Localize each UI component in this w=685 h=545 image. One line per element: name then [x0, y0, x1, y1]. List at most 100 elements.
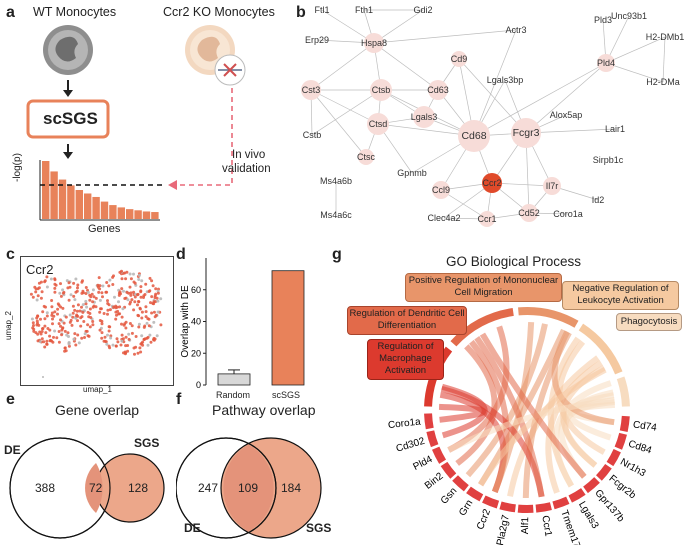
umap-point: [100, 319, 104, 323]
gene-label: Pld4: [411, 454, 434, 473]
umap-point: [136, 292, 140, 296]
network-node-label: Gpnmb: [397, 168, 427, 178]
umap-point: [144, 305, 148, 309]
umap-point: [64, 349, 68, 353]
umap-point: [139, 285, 143, 289]
umap-point: [101, 295, 104, 299]
umap-point: [85, 305, 89, 309]
umap-point: [68, 313, 72, 317]
umap-point: [114, 344, 118, 348]
umap-point: [73, 298, 77, 302]
x-tick-label-scsgs: scSGS: [272, 390, 301, 400]
umap-point: [143, 293, 147, 296]
umap-point: [148, 333, 152, 337]
umap-point: [128, 302, 132, 306]
umap-point: [41, 310, 45, 314]
umap-point: [128, 285, 132, 289]
umap-point: [72, 294, 76, 298]
network-node-circle: [511, 118, 541, 148]
network-node-label: Sirpb1c: [593, 155, 624, 165]
umap-point: [56, 302, 60, 306]
umap-point: [151, 284, 155, 288]
umap-point: [127, 332, 131, 336]
umap-point: [141, 343, 145, 347]
umap-point: [71, 304, 75, 308]
umap-point: [57, 340, 61, 344]
umap-point: [73, 308, 77, 312]
pathway-venn-both: 109: [238, 481, 259, 495]
umap-gene-label: Ccr2: [26, 262, 54, 277]
network-node-label: Il7r: [546, 181, 559, 191]
umap-point: [98, 328, 102, 332]
umap-point: [144, 282, 148, 286]
y-tick-label: 40: [191, 317, 201, 327]
go-box-dendritic-differentiation: Regulation of Dendritic Cell Differentia…: [347, 306, 467, 335]
umap-point: [126, 298, 130, 302]
gene-label: Fcgr2b: [607, 473, 638, 501]
umap-point: [118, 270, 122, 274]
gene-label: Pla2g7: [495, 514, 512, 545]
umap-point: [98, 298, 102, 302]
umap-point: [132, 346, 136, 350]
umap-point: [144, 315, 148, 319]
umap-point: [53, 290, 57, 294]
umap-point: [56, 312, 59, 316]
umap-point: [140, 334, 144, 338]
umap-point: [32, 324, 35, 327]
umap-point: [133, 295, 137, 299]
network-node-label: Gdi2: [413, 5, 432, 15]
umap-point: [150, 295, 154, 299]
umap-point: [139, 290, 143, 294]
umap-point: [137, 278, 141, 281]
umap-point: [159, 297, 163, 301]
umap-point: [113, 295, 116, 299]
bar-scsgs: [271, 270, 305, 386]
go-title: GO Biological Process: [446, 254, 582, 269]
umap-point: [101, 284, 105, 288]
umap-point: [56, 307, 60, 311]
umap-point: [138, 306, 142, 310]
umap-point: [40, 337, 44, 341]
network-node-circle: [432, 181, 450, 199]
umap-point: [67, 298, 71, 302]
umap-point: [155, 334, 159, 338]
network-node-label: Lair1: [605, 124, 625, 134]
umap-point: [40, 290, 44, 294]
gene-arc: [452, 475, 469, 492]
umap-point: [45, 285, 49, 289]
umap-point: [74, 277, 78, 281]
umap-point: [29, 292, 33, 296]
umap-point: [68, 285, 72, 289]
umap-point: [45, 314, 49, 318]
umap-point: [89, 316, 93, 319]
umap-point: [35, 298, 39, 302]
umap-point: [76, 333, 80, 337]
umap-point: [140, 279, 144, 283]
network-node-label: Clec4a2: [427, 213, 460, 223]
umap-point: [100, 291, 104, 295]
umap-point: [50, 299, 54, 302]
umap-point: [132, 308, 136, 312]
umap-point: [91, 288, 95, 292]
umap-point: [106, 302, 110, 305]
umap-point: [57, 330, 61, 333]
pathway-venn-de-label: DE: [184, 521, 201, 535]
umap-point: [39, 296, 43, 300]
umap-point: [120, 287, 124, 291]
umap-point: [63, 329, 67, 333]
network-node-circle: [597, 54, 615, 72]
network-edge: [377, 123, 475, 137]
umap-point: [91, 300, 95, 304]
umap-point: [152, 310, 156, 314]
umap-point: [73, 332, 77, 336]
network-node-label: Coro1a: [553, 209, 583, 219]
umap-point: [100, 331, 104, 335]
umap-point: [120, 322, 123, 326]
umap-point: [53, 282, 57, 286]
umap-point: [103, 335, 107, 339]
umap-point: [111, 283, 115, 286]
network-node-label: Cd9: [451, 54, 468, 64]
umap-point: [75, 309, 79, 313]
